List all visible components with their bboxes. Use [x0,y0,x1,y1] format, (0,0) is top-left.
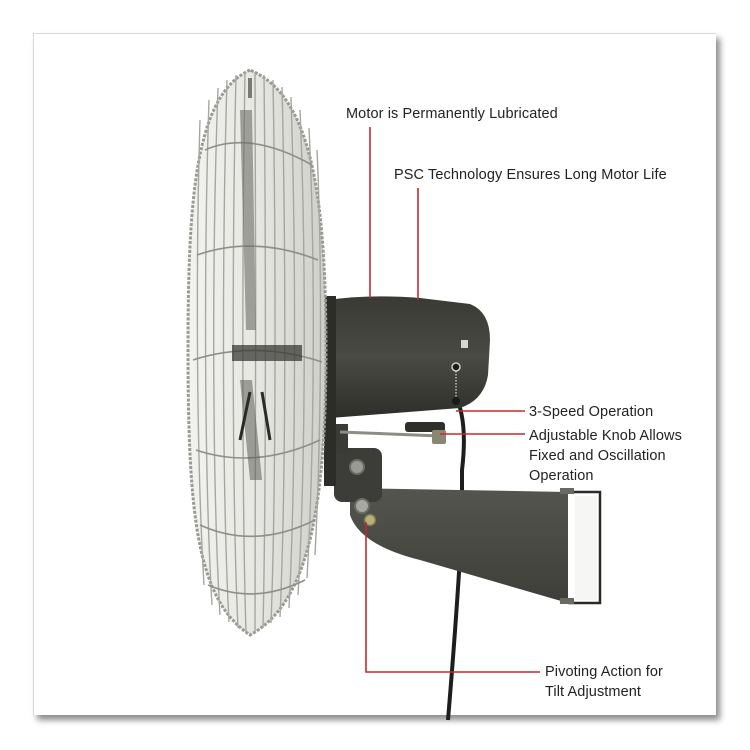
oscillation-linkage [328,422,446,454]
motor-housing [324,296,490,486]
callout-adjustable-knob: Adjustable Knob Allows Fixed and Oscilla… [529,426,682,486]
wall-bracket [334,448,602,605]
callout-psc-technology: PSC Technology Ensures Long Motor Life [394,167,667,183]
callout-adjustable-knob-line-3: Operation [529,468,594,484]
callout-pivoting-action-line-1: Pivoting Action for [545,664,663,680]
callout-three-speed: 3-Speed Operation [529,404,654,420]
callout-pivoting-action: Pivoting Action for Tilt Adjustment [545,662,663,702]
callout-lines [365,127,540,673]
callout-line-pivoting-action [365,522,540,673]
callout-pivoting-action-line-2: Tilt Adjustment [545,684,642,700]
callout-adjustable-knob-line-2: Fixed and Oscillation [529,448,666,464]
callout-adjustable-knob-line-1: Adjustable Knob Allows [529,428,682,444]
callout-motor-lubricated: Motor is Permanently Lubricated [346,106,558,122]
fan-grill [186,68,328,637]
